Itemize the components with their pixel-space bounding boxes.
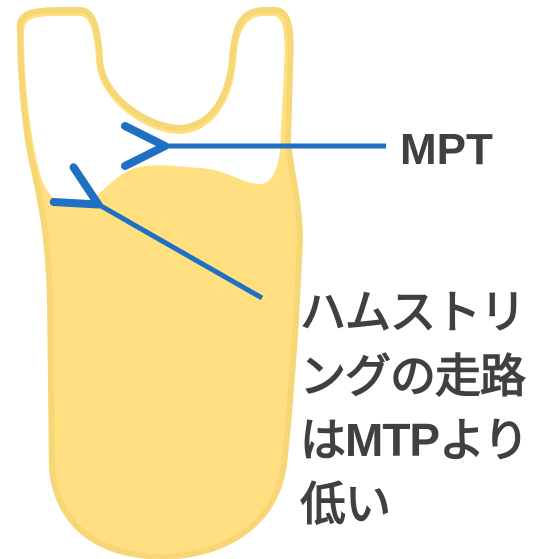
- mpt-label: MPT: [400, 125, 493, 174]
- hamstring-note-line-3: はMTPより: [300, 414, 529, 466]
- hamstring-arrow: [49, 163, 264, 301]
- hamstring-note-line-4: 低い: [300, 478, 391, 530]
- hamstring-note: ハムストリ ングの走路 はMTPより 低い: [300, 280, 529, 536]
- hamstring-note-line-1: ハムストリ: [300, 286, 526, 338]
- cartilage-region: [24, 16, 285, 205]
- hamstring-note-line-2: ングの走路: [300, 350, 526, 402]
